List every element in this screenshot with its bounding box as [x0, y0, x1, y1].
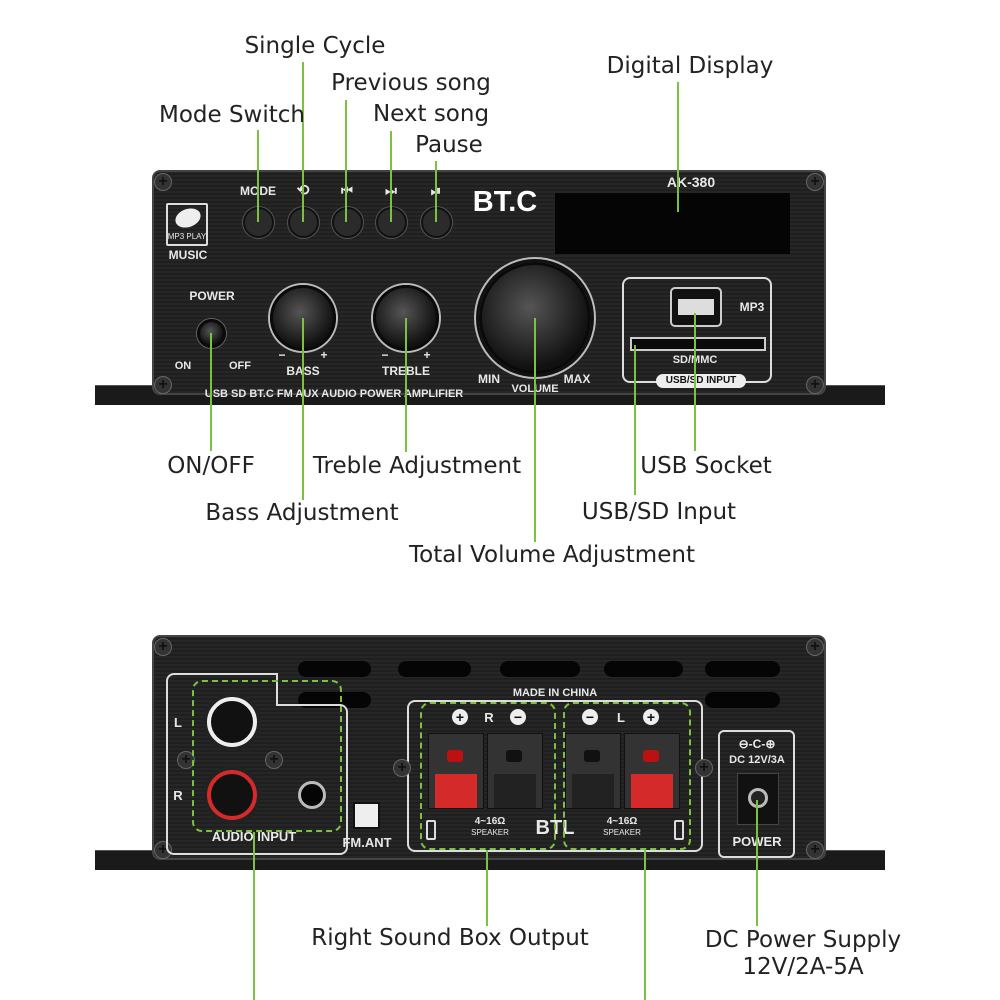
left-impedance: 4~16Ω [606, 816, 638, 827]
right-negative-terminal[interactable] [487, 733, 543, 809]
right-plus-icon: + [452, 709, 468, 725]
fm-antenna-connector[interactable] [353, 802, 380, 829]
audio-input-highlight [192, 680, 342, 832]
fm-ant-label: FM.ANT [342, 835, 392, 850]
callout-next-song: Next song [372, 101, 490, 127]
callout-usb-sd-input: USB/SD Input [581, 499, 737, 525]
vent [298, 661, 371, 677]
left-plus-icon: + [643, 709, 659, 725]
callout-treble: Treble Adjustment [312, 453, 522, 479]
previous-song-button[interactable] [332, 207, 363, 238]
usb-socket[interactable] [670, 287, 722, 327]
right-channel-label: R [173, 788, 183, 803]
callout-dc-power-supply: DC Power Supply [704, 927, 902, 953]
music-label: MUSIC [168, 248, 208, 262]
right-positive-terminal[interactable] [428, 733, 484, 809]
left-negative-terminal[interactable] [565, 733, 621, 809]
callout-previous-song: Previous song [331, 70, 491, 96]
right-output-highlight [420, 702, 556, 850]
callout-total-volume: Total Volume Adjustment [409, 542, 695, 568]
screw-icon: + [393, 759, 411, 777]
left-channel-label: L [174, 715, 182, 730]
right-speaker-text: SPEAKER [471, 828, 509, 837]
treble-plus: + [423, 348, 431, 362]
vent [500, 661, 580, 677]
screw-icon: + [806, 841, 824, 859]
screw-icon: + [177, 751, 195, 769]
dc-power-jack[interactable] [737, 773, 779, 825]
callout-right-sound-box-output: Right Sound Box Output [311, 925, 589, 951]
rca-left-jack[interactable] [207, 697, 257, 747]
callout-pause: Pause [415, 132, 483, 158]
treble-minus: − [381, 348, 389, 362]
left-output-highlight [563, 702, 691, 850]
speaker-icon [426, 820, 436, 840]
bass-minus: − [278, 348, 286, 362]
aux-3.5mm-jack[interactable] [298, 781, 326, 809]
callout-bass: Bass Adjustment [205, 500, 399, 526]
screw-icon: + [806, 376, 824, 394]
callout-mode-switch: Mode Switch [158, 102, 306, 128]
callout-usb-socket: USB Socket [640, 453, 772, 479]
power-label: POWER [189, 289, 235, 303]
callout-on-off: ON/OFF [167, 453, 255, 479]
vent [604, 661, 683, 677]
screw-icon: + [806, 638, 824, 656]
screw-icon: + [695, 759, 713, 777]
on-label: ON [174, 360, 192, 372]
off-label: OFF [229, 360, 251, 372]
vent [705, 661, 780, 677]
front-footer-text: USB SD BT.C FM AUX AUDIO POWER AMPLIFIER [204, 388, 464, 400]
callout-single-cycle: Single Cycle [244, 33, 386, 59]
dc-polarity-icon: ⊖-C-⊕ [738, 737, 776, 751]
usb-sd-input-badge: USB/SD INPUT [656, 374, 746, 388]
max-label: MAX [563, 372, 591, 386]
model-label: AK-380 [666, 174, 716, 190]
dc-rating-label: DC 12V/3A [729, 754, 785, 766]
audio-input-outline [166, 673, 278, 855]
screw-icon: + [154, 173, 172, 191]
brand-logo: BT.C [472, 186, 538, 218]
screw-icon: + [154, 376, 172, 394]
right-minus-icon: − [510, 709, 526, 725]
screw-icon: + [154, 638, 172, 656]
left-speaker-label: L [617, 710, 625, 725]
left-positive-terminal[interactable] [624, 733, 680, 809]
left-minus-icon: − [582, 709, 598, 725]
mp3-label: MP3 [739, 300, 765, 314]
made-in-china-label: MADE IN CHINA [512, 687, 598, 699]
rca-right-jack[interactable] [207, 770, 257, 820]
screw-icon: + [806, 173, 824, 191]
speaker-icon [674, 820, 684, 840]
vent [398, 661, 471, 677]
screw-icon: + [265, 751, 283, 769]
callout-dc-range: 12V/2A-5A [742, 954, 864, 980]
right-speaker-label: R [484, 710, 494, 725]
right-impedance: 4~16Ω [474, 816, 506, 827]
callout-digital-display: Digital Display [606, 53, 774, 79]
left-speaker-text: SPEAKER [603, 828, 641, 837]
sd-card-slot[interactable] [630, 337, 766, 351]
previous-icon: ⏮ [341, 183, 353, 198]
vent [705, 692, 780, 708]
mp3-logo: MP3 PLAY [166, 203, 208, 246]
bass-plus: + [320, 348, 328, 362]
digital-display [555, 193, 790, 254]
min-label: MIN [478, 372, 500, 386]
